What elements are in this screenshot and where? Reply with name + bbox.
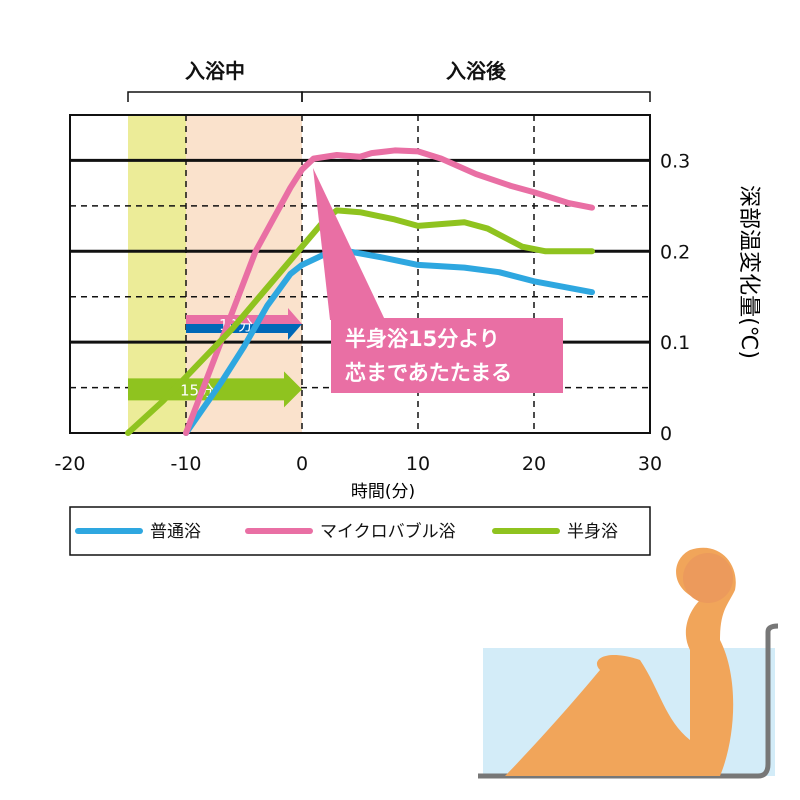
bath-illustration bbox=[478, 547, 779, 779]
phase-bracket bbox=[127, 91, 303, 102]
plot-frame bbox=[69, 114, 651, 434]
y-tick-label: 0 bbox=[660, 423, 672, 445]
x-tick-label: -20 bbox=[54, 453, 85, 475]
phase-label: 入浴後 bbox=[446, 59, 507, 83]
legend-label: マイクロバブル浴 bbox=[320, 521, 456, 542]
phase-brackets: 入浴中 入浴後 bbox=[127, 59, 651, 102]
legend-label: 普通浴 bbox=[150, 522, 201, 542]
x-tick-label: 20 bbox=[522, 453, 546, 475]
x-ticks: -20 -10 0 10 20 30 bbox=[54, 453, 662, 475]
callout-pointer bbox=[313, 168, 385, 320]
y-tick-label: 0.1 bbox=[660, 332, 690, 354]
arrow-normal bbox=[186, 323, 302, 340]
series-line-2 bbox=[125, 207, 595, 436]
x-tick-label: 0 bbox=[296, 453, 308, 475]
phase-label: 入浴中 bbox=[185, 59, 245, 83]
series-line-1 bbox=[183, 147, 595, 436]
y-ticks: 0 0.1 0.2 0.3 bbox=[660, 150, 690, 445]
x-axis-label: 時間(分) bbox=[351, 482, 415, 502]
callout-line1: 半身浴15分より bbox=[345, 327, 500, 351]
x-tick-label: -10 bbox=[170, 453, 201, 475]
callout-box bbox=[331, 318, 563, 393]
callout-line2: 芯まであたたまる bbox=[345, 361, 512, 385]
y-axis-label: 深部温変化量(℃) bbox=[736, 185, 761, 359]
y-tick-label: 0.2 bbox=[660, 241, 690, 263]
x-tick-label: 10 bbox=[406, 453, 430, 475]
phase-bracket bbox=[301, 91, 651, 102]
x-tick-label: 30 bbox=[638, 453, 662, 475]
bather-figure-icon bbox=[505, 547, 736, 776]
legend-label: 半身浴 bbox=[567, 522, 618, 542]
y-tick-label: 0.3 bbox=[660, 150, 690, 172]
legend: 普通浴 マイクロバブル浴 半身浴 bbox=[69, 506, 651, 556]
